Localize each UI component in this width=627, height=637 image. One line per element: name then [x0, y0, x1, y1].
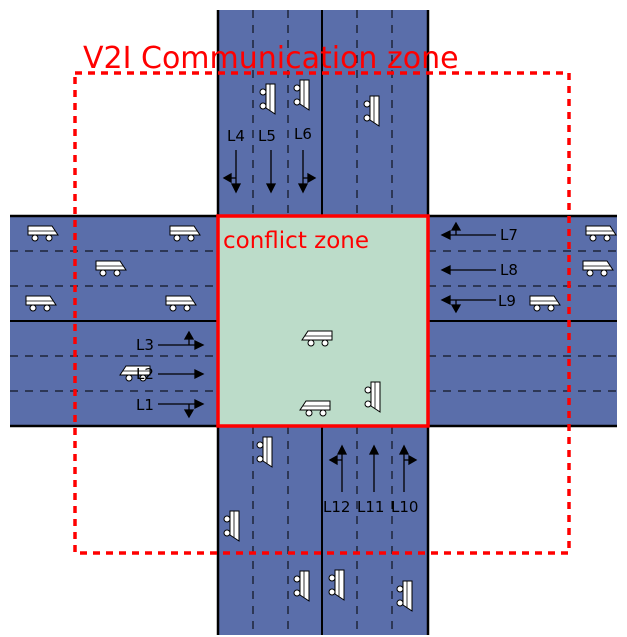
lane-label-l2: L2 [136, 365, 154, 383]
lane-label-l4: L4 [227, 127, 245, 145]
lane-arrows [158, 150, 496, 492]
conflict-zone [216, 214, 430, 428]
lane-label-l6: L6 [294, 125, 312, 143]
lane-label-l5: L5 [258, 127, 276, 145]
lane-label-l1: L1 [136, 396, 154, 414]
lane-label-l10: L10 [391, 498, 418, 516]
road-edges [10, 10, 617, 635]
lane-labels: L4 L5 L6 L7 L8 L9 L3 L2 L1 L12 L11 L10 [136, 125, 518, 516]
lane-label-l3: L3 [136, 336, 154, 354]
lane-label-l9: L9 [498, 292, 516, 310]
conflict-zone-label: conflict zone [223, 228, 369, 254]
lane-label-l11: L11 [357, 498, 384, 516]
lane-label-l8: L8 [500, 261, 518, 279]
center-lines [10, 10, 617, 635]
lane-label-l7: L7 [500, 226, 518, 244]
communication-zone-label: V2I Communication zone [83, 41, 459, 76]
communication-zone [73, 71, 571, 555]
lane-label-l12: L12 [323, 498, 350, 516]
lane-dividers [10, 10, 617, 635]
